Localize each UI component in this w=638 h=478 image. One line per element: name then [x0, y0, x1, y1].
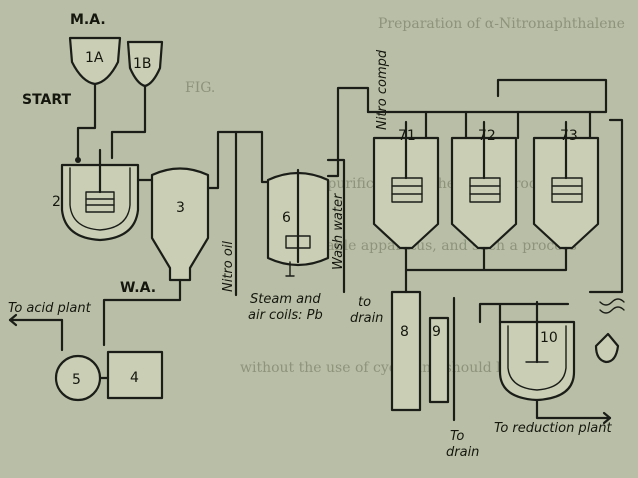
background-text-line: FIG. — [185, 80, 215, 96]
to-drain-bottom-label-1: To — [450, 429, 464, 444]
valve-icon — [75, 157, 81, 163]
to-drain-bottom-label-2: drain — [446, 445, 479, 460]
tank-7-1: 71 — [372, 120, 440, 250]
washer-6: 6 — [266, 168, 330, 267]
background-text-line: suitable apparatus, and such a process — [300, 238, 577, 254]
to-drain-label-1: to — [358, 295, 371, 310]
acid-pump-5: 5 — [54, 318, 102, 402]
nitro-oil-label: Nitro oil — [221, 241, 236, 292]
nitro-compd-label: Nitro compd — [375, 49, 390, 130]
to-reduction-plant-label: To reduction plant — [494, 421, 613, 436]
start-label: START — [22, 92, 72, 108]
separator-label: 3 — [176, 200, 185, 216]
acid-pump-label: 5 — [72, 372, 81, 388]
tank-1a: 1A — [68, 36, 122, 86]
tank-1a-label: 1A — [85, 50, 104, 66]
wash-water-label: Wash water — [331, 192, 346, 270]
to-acid-plant-label: To acid plant — [8, 301, 92, 316]
tank-7-1-label: 71 — [398, 128, 416, 144]
separator-3: 3 — [150, 167, 210, 282]
tank-7-2-label: 72 — [478, 128, 496, 144]
steam-coils-label-1: Steam and — [250, 292, 321, 307]
crystallizer-label: 10 — [540, 330, 558, 346]
tank-7-3-label: 73 — [560, 128, 578, 144]
to-drain-label-2: drain — [350, 311, 383, 326]
wa-label: W.A. — [120, 280, 156, 296]
nitrator-2: 2 — [52, 148, 140, 242]
washer-label: 6 — [282, 210, 291, 226]
acid-tank-label: 4 — [130, 370, 139, 386]
vessel-8-label: 8 — [400, 324, 409, 340]
ma-label: M.A. — [70, 12, 106, 28]
nitrator-label: 2 — [52, 194, 61, 210]
vessel-9: 9 — [428, 316, 450, 404]
vessel-9-label: 9 — [432, 324, 441, 340]
acid-tank-4: 4 — [106, 350, 164, 400]
vessel-8: 8 — [390, 290, 422, 412]
flask-icon — [594, 332, 620, 364]
crystallizer-10: 10 — [498, 300, 576, 402]
background-text-line: Preparation of α-Nitronaphthalene — [378, 16, 625, 32]
coil-icon — [599, 298, 625, 314]
steam-coils-label-2: air coils: Pb — [248, 308, 323, 323]
tank-7-3: 73 — [532, 120, 600, 250]
tank-1b: 1B — [126, 40, 164, 88]
tank-7-2: 72 — [450, 120, 518, 250]
tank-1b-label: 1B — [133, 56, 152, 72]
